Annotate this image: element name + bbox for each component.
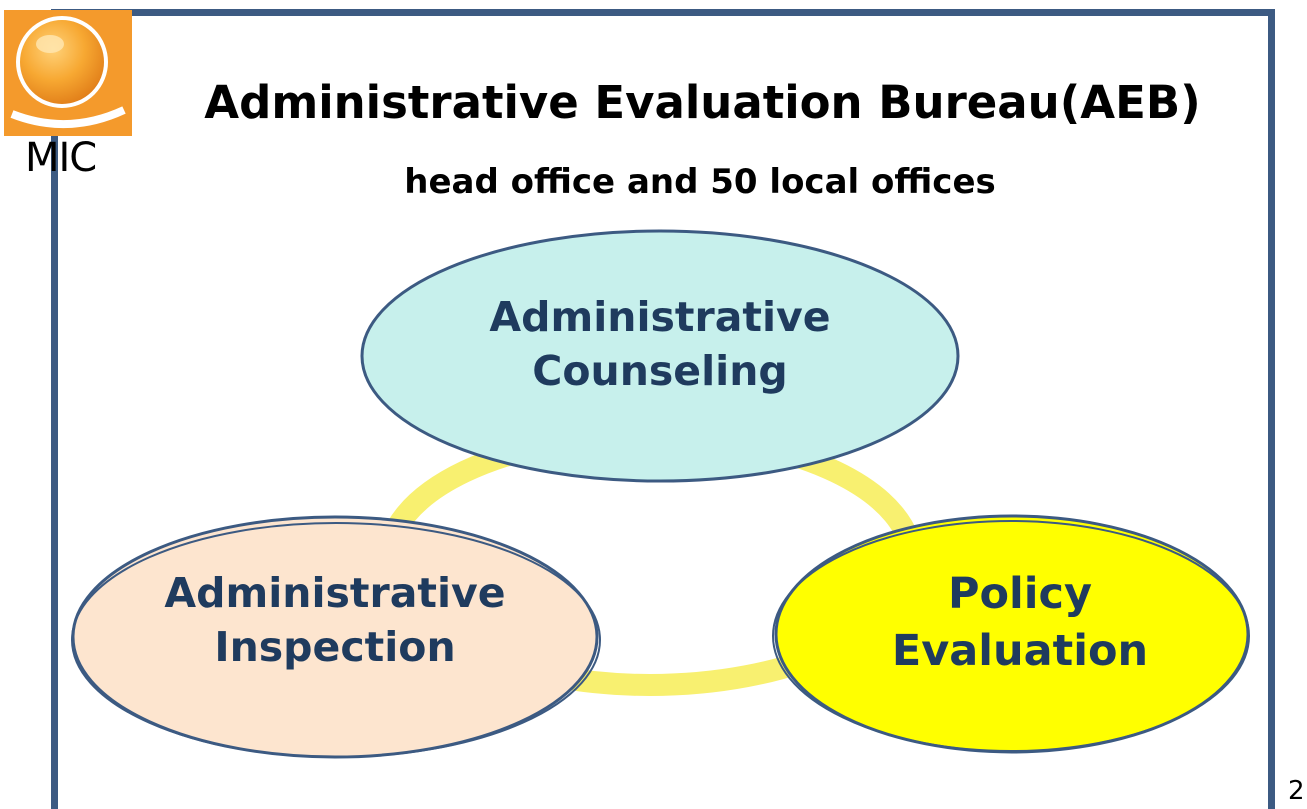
slide-frame bbox=[51, 9, 1275, 809]
mic-logo bbox=[4, 10, 132, 136]
node-label-line: Evaluation bbox=[891, 625, 1149, 676]
node-label-line: Administrative bbox=[164, 569, 506, 617]
node-label-line: Administrative bbox=[489, 293, 831, 341]
node-label-line: Policy bbox=[947, 569, 1093, 619]
node-shadow-outline bbox=[772, 520, 1250, 752]
node-shadow-outline bbox=[71, 522, 601, 758]
node-administrative-counseling bbox=[360, 229, 960, 483]
page-number: 2 bbox=[1288, 776, 1305, 806]
node-label-policy-evaluation: Policy Evaluation bbox=[790, 566, 1250, 680]
node-label-counseling: Administrative Counseling bbox=[410, 290, 910, 398]
page-title: Administrative Evaluation Bureau(AEB) bbox=[204, 76, 1201, 129]
node-label-line: Counseling bbox=[532, 347, 788, 396]
logo-label: MIC bbox=[25, 135, 97, 181]
node-label-inspection: Administrative Inspection bbox=[80, 566, 590, 674]
orange-sphere-icon bbox=[10, 16, 126, 129]
page-subtitle: head office and 50 local offices bbox=[404, 162, 996, 202]
node-label-line: Inspection bbox=[214, 623, 456, 672]
